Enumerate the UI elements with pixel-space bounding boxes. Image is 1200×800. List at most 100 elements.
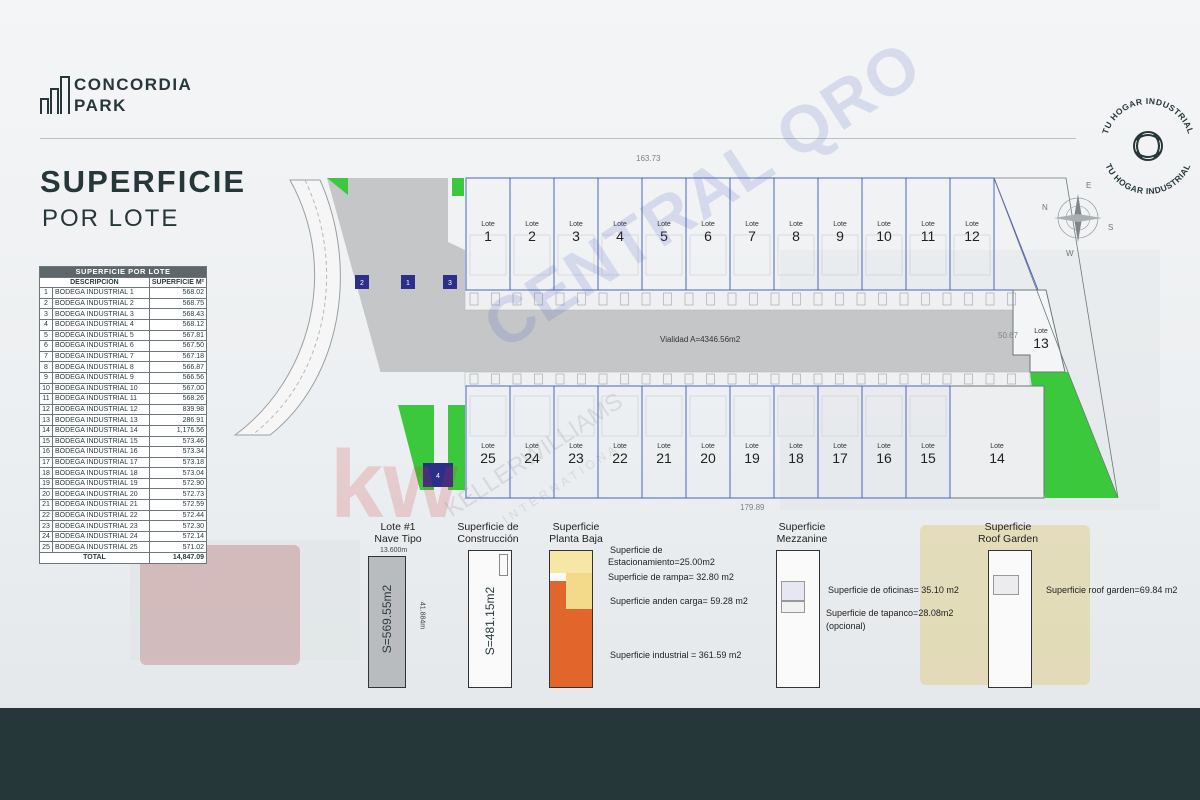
- lot-9-label-word: Lote: [833, 221, 847, 228]
- table-cell-description: BODEGA INDUSTRIAL 17: [52, 456, 150, 469]
- table-cell-number: 15: [39, 435, 53, 448]
- parking-stall: [1007, 292, 1016, 306]
- panel-tipo-plan: [368, 556, 406, 688]
- brand-line-2: PARK: [74, 96, 127, 115]
- table-cell-description: BODEGA INDUSTRIAL 20: [52, 488, 150, 501]
- parking-stall: [663, 292, 672, 306]
- table-cell-surface: 568.12: [148, 318, 208, 331]
- parking-stall: [770, 373, 780, 385]
- parking-stall: [749, 292, 758, 306]
- table-cell-description: BODEGA INDUSTRIAL 8: [52, 361, 150, 373]
- lot-18-label-number: 18: [788, 450, 804, 466]
- site-plan: Lote1Lote2Lote3Lote4Lote5Lote6Lote7Lote8…: [233, 177, 1119, 499]
- parking-stall: [899, 373, 909, 385]
- lot-16: [861, 385, 907, 499]
- parking-stall: [813, 373, 823, 385]
- lot-10-label-word: Lote: [877, 221, 891, 228]
- table-cell-number: 3: [39, 308, 53, 320]
- marker-3-label: 3: [448, 280, 452, 287]
- bottom-dimension: 179.89: [740, 503, 765, 512]
- table-header-description: DESCRIPCIÓN: [39, 276, 150, 289]
- table-cell-description: BODEGA INDUSTRIAL 21: [52, 499, 150, 511]
- table-cell-number: 10: [39, 382, 53, 395]
- table-cell-number: 11: [39, 393, 53, 405]
- table-cell-surface: 567.18: [148, 350, 208, 363]
- background-truck: [140, 545, 300, 665]
- lot-20: [685, 385, 731, 499]
- table-cell-number: 1: [39, 287, 53, 299]
- lot-15-label-word: Lote: [921, 443, 935, 450]
- panel-planta-baja-title: Superficie Planta Baja: [536, 521, 616, 545]
- lot-12-label-number: 12: [964, 228, 980, 244]
- lot-8-label-word: Lote: [789, 221, 803, 228]
- lot-10-footprint: [865, 234, 903, 276]
- parking-stall: [770, 292, 780, 306]
- lot-16-label-number: 16: [876, 450, 892, 466]
- table-cell-number: 22: [39, 509, 53, 522]
- compass-e: E: [1086, 181, 1091, 190]
- table-cell-number: 7: [39, 350, 53, 363]
- lot-15-footprint: [909, 395, 947, 437]
- compass-s: S: [1108, 223, 1113, 232]
- table-cell-surface: 568.26: [148, 393, 208, 405]
- table-cell-surface: 572.44: [148, 509, 208, 522]
- green-area: [327, 178, 348, 195]
- table-cell-surface: 573.04: [148, 467, 208, 479]
- table-cell-number: 12: [39, 403, 53, 416]
- table-cell-number: 16: [39, 446, 53, 458]
- parking-stall: [684, 292, 694, 306]
- parking-stall: [577, 373, 586, 385]
- panel-construccion-plan: [468, 550, 512, 688]
- parking-stall: [749, 373, 758, 385]
- footer-band: [0, 708, 1200, 800]
- lot-23-label-number: 23: [568, 450, 584, 466]
- page-title: SUPERFICIE: [40, 164, 247, 199]
- lot-21-label-word: Lote: [657, 443, 671, 450]
- lot-21-label-number: 21: [656, 450, 672, 466]
- table-cell-surface: 568.43: [148, 308, 208, 320]
- lot-19-footprint: [733, 395, 771, 437]
- table-cell-surface: 573.46: [148, 435, 208, 448]
- table-cell-number: 23: [39, 520, 53, 532]
- main-road: [380, 310, 1035, 372]
- lot-11-label-word: Lote: [921, 221, 935, 228]
- lot-21-footprint: [645, 395, 683, 437]
- lot-13-label-word: Lote: [1034, 328, 1048, 335]
- note-industrial: Superficie industrial = 361.59 m2: [610, 650, 742, 660]
- zone-oficinas: [781, 581, 805, 601]
- lot-25-footprint: [469, 395, 507, 437]
- marker-2-label: 2: [360, 280, 364, 287]
- compass-rose-icon: N E S W: [1042, 181, 1113, 258]
- parking-stall: [555, 292, 565, 306]
- lot-9-footprint: [821, 234, 859, 276]
- parking-stall: [792, 292, 801, 306]
- lot-22-label-word: Lote: [613, 443, 627, 450]
- lot-5-label-number: 5: [660, 228, 668, 244]
- parking-stall: [921, 373, 930, 385]
- lot-1-label-word: Lote: [481, 221, 495, 228]
- table-cell-number: 20: [39, 488, 53, 501]
- lot-19-label-number: 19: [744, 450, 760, 466]
- lot-13-frame: [1012, 289, 1066, 373]
- lot-13-label-number: 13: [1033, 335, 1049, 351]
- lot-4-label-number: 4: [616, 228, 624, 244]
- lot-20-footprint: [689, 395, 727, 437]
- access-road: [233, 179, 341, 436]
- panel-tipo-area: S=569.55m2: [380, 584, 394, 654]
- lot-14-label-number: 14: [989, 450, 1005, 466]
- lot-4-label-word: Lote: [613, 221, 627, 228]
- lot-3-label-word: Lote: [569, 221, 583, 228]
- lot-2-label-number: 2: [528, 228, 536, 244]
- table-cell-surface: 572.14: [148, 530, 208, 543]
- parking-stall: [469, 292, 479, 306]
- parking-stall: [792, 373, 801, 385]
- parking-stall: [598, 292, 608, 306]
- lot-7-label-number: 7: [748, 228, 756, 244]
